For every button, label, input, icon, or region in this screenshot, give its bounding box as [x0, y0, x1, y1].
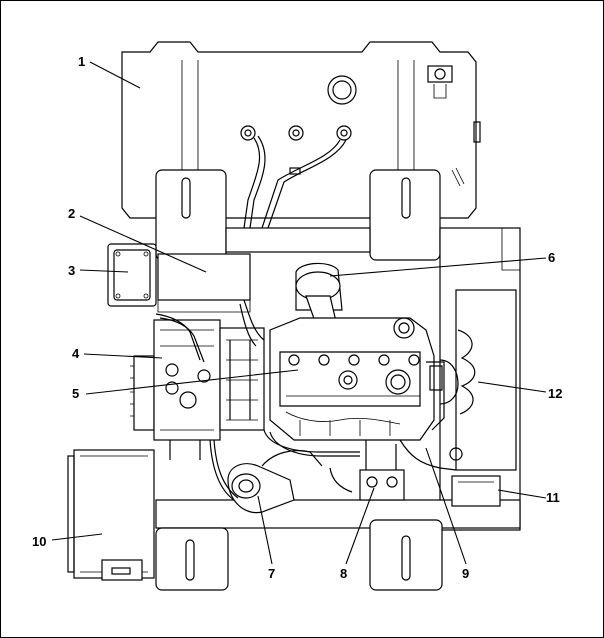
- callout-3: 3: [68, 263, 75, 278]
- radiator: [439, 289, 517, 471]
- callout-9: 9: [462, 566, 469, 581]
- callout-5: 5: [72, 386, 79, 401]
- fuel-filter: [359, 440, 405, 501]
- callout-labels: 1 2 3 4 5 6 7 8 9 10 11 12: [32, 54, 562, 581]
- callout-7: 7: [268, 566, 275, 581]
- leader-lines: [51, 61, 547, 565]
- callout-12: 12: [548, 386, 562, 401]
- lifting-bracket-upper-right: [369, 169, 441, 261]
- callout-8: 8: [340, 566, 347, 581]
- control-box: [107, 243, 157, 307]
- lifting-bracket-lower-right: [369, 519, 443, 591]
- starter-motor: [227, 449, 323, 514]
- callout-6: 6: [548, 250, 555, 265]
- callout-1: 1: [78, 54, 85, 69]
- callout-11: 11: [546, 490, 560, 505]
- muffler: [67, 449, 155, 581]
- callout-2: 2: [68, 206, 75, 221]
- engine-block: [269, 317, 445, 441]
- lifting-bracket-lower-left: [155, 527, 229, 591]
- battery-box: [451, 475, 501, 507]
- callout-10: 10: [32, 534, 46, 549]
- wiring-harness: [209, 429, 463, 501]
- callout-4: 4: [72, 346, 80, 361]
- mounting-bracket: [155, 253, 265, 363]
- lifting-bracket-upper-left: [155, 169, 227, 261]
- generator-assembly: [130, 319, 265, 460]
